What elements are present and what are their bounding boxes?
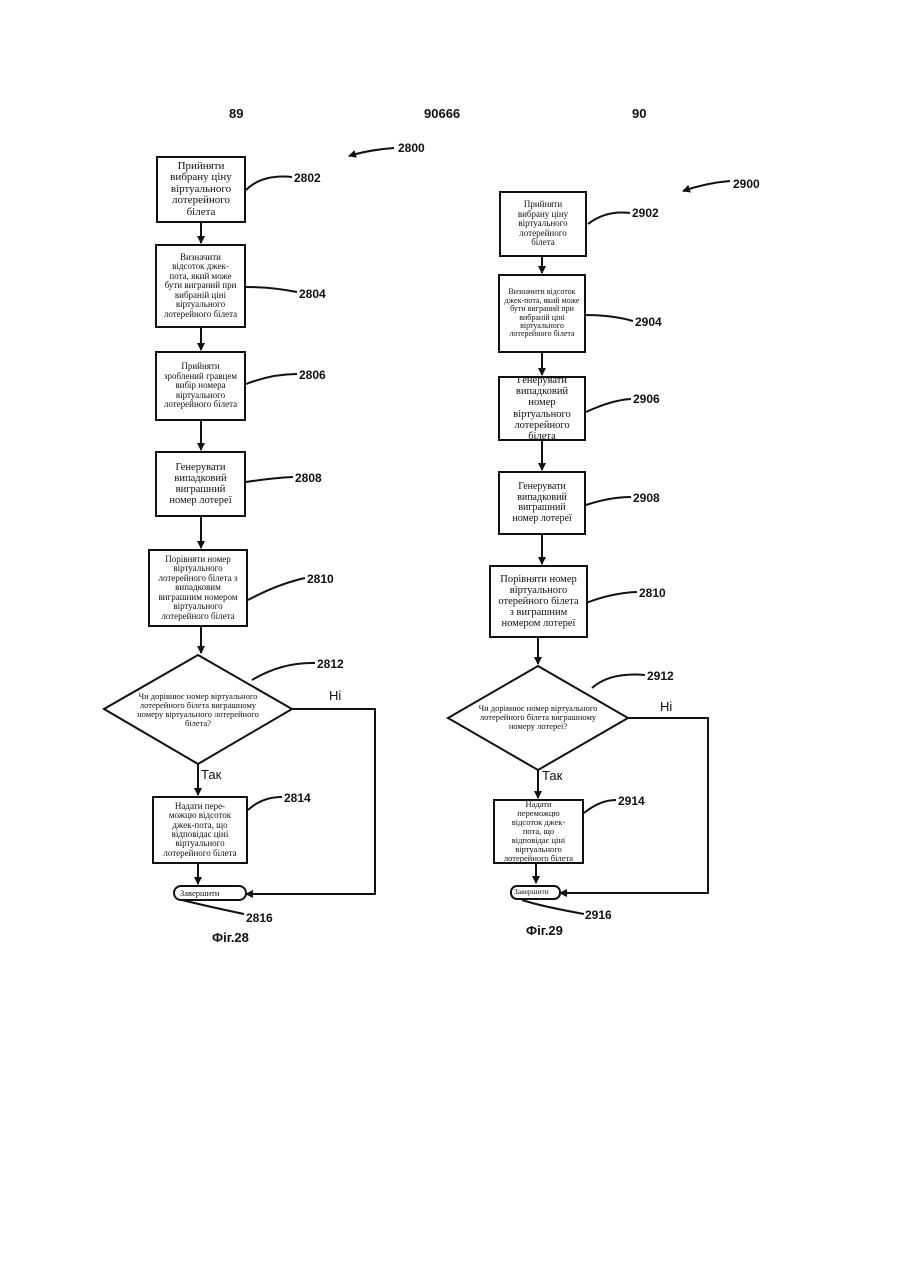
ref-2902: 2902 bbox=[632, 206, 659, 220]
step-box-2908: Генерувати випадковий виграшний номер ло… bbox=[498, 471, 586, 535]
decision-2912-text: Чи дорівнює номер віртуального лотерейно… bbox=[466, 704, 610, 731]
no-label-fig29: Ні bbox=[660, 699, 672, 714]
step-box-2904: Визначити відсоток джек-пота, який може … bbox=[498, 274, 586, 353]
ref-2808: 2808 bbox=[295, 471, 322, 485]
ref-2916: 2916 bbox=[585, 908, 612, 922]
yes-label: Так bbox=[201, 767, 221, 782]
ref-2812: 2812 bbox=[317, 657, 344, 671]
ref-2802: 2802 bbox=[294, 171, 321, 185]
figure-caption-29: Фіг.29 bbox=[526, 923, 563, 938]
terminator-end-fig29: Завершити bbox=[514, 887, 549, 896]
ref-2900: 2900 bbox=[733, 177, 760, 191]
step-box-2902: Прийняти вибрану ціну віртуального лотер… bbox=[499, 191, 587, 257]
ref-2804: 2804 bbox=[299, 287, 326, 301]
step-box-2802: Прийняти вибрану ціну віртуального лотер… bbox=[156, 156, 246, 223]
no-label: Ні bbox=[329, 688, 341, 703]
step-box-2906: Генерувати випадковий номер віртуального… bbox=[498, 376, 586, 441]
step-box-2914: Надати переможцю відсоток джек- пота, що… bbox=[493, 799, 584, 864]
decision-2812-text: Чи дорівнює номер віртуального лотерейно… bbox=[124, 692, 272, 728]
ref-2800: 2800 bbox=[398, 141, 425, 155]
step-box-2808: Генерувати випадковий виграшний номер ло… bbox=[155, 451, 246, 517]
ref-2810: 2810 bbox=[307, 572, 334, 586]
step-box-2804: Визначити відсоток джек- пота, який може… bbox=[155, 244, 246, 328]
yes-label-fig29: Так bbox=[542, 768, 562, 783]
figure-caption-28: Фіг.28 bbox=[212, 930, 249, 945]
ref-2912: 2912 bbox=[647, 669, 674, 683]
ref-2810-fig29: 2810 bbox=[639, 586, 666, 600]
ref-2914: 2914 bbox=[618, 794, 645, 808]
ref-2816: 2816 bbox=[246, 911, 273, 925]
step-box-2814: Надати пере- можцю відсоток джек-пота, щ… bbox=[152, 796, 248, 864]
terminator-end: Завершити bbox=[180, 888, 219, 898]
step-box-2810: Порівняти номер віртуального лотерейного… bbox=[148, 549, 248, 627]
ref-2908: 2908 bbox=[633, 491, 660, 505]
ref-2806: 2806 bbox=[299, 368, 326, 382]
ref-2904: 2904 bbox=[635, 315, 662, 329]
step-box-2810-fig29: Порівняти номер віртуального отерейного … bbox=[489, 565, 588, 638]
ref-2814: 2814 bbox=[284, 791, 311, 805]
step-box-2806: Прийняти зроблений гравцем вибір номера … bbox=[155, 351, 246, 421]
ref-2906: 2906 bbox=[633, 392, 660, 406]
